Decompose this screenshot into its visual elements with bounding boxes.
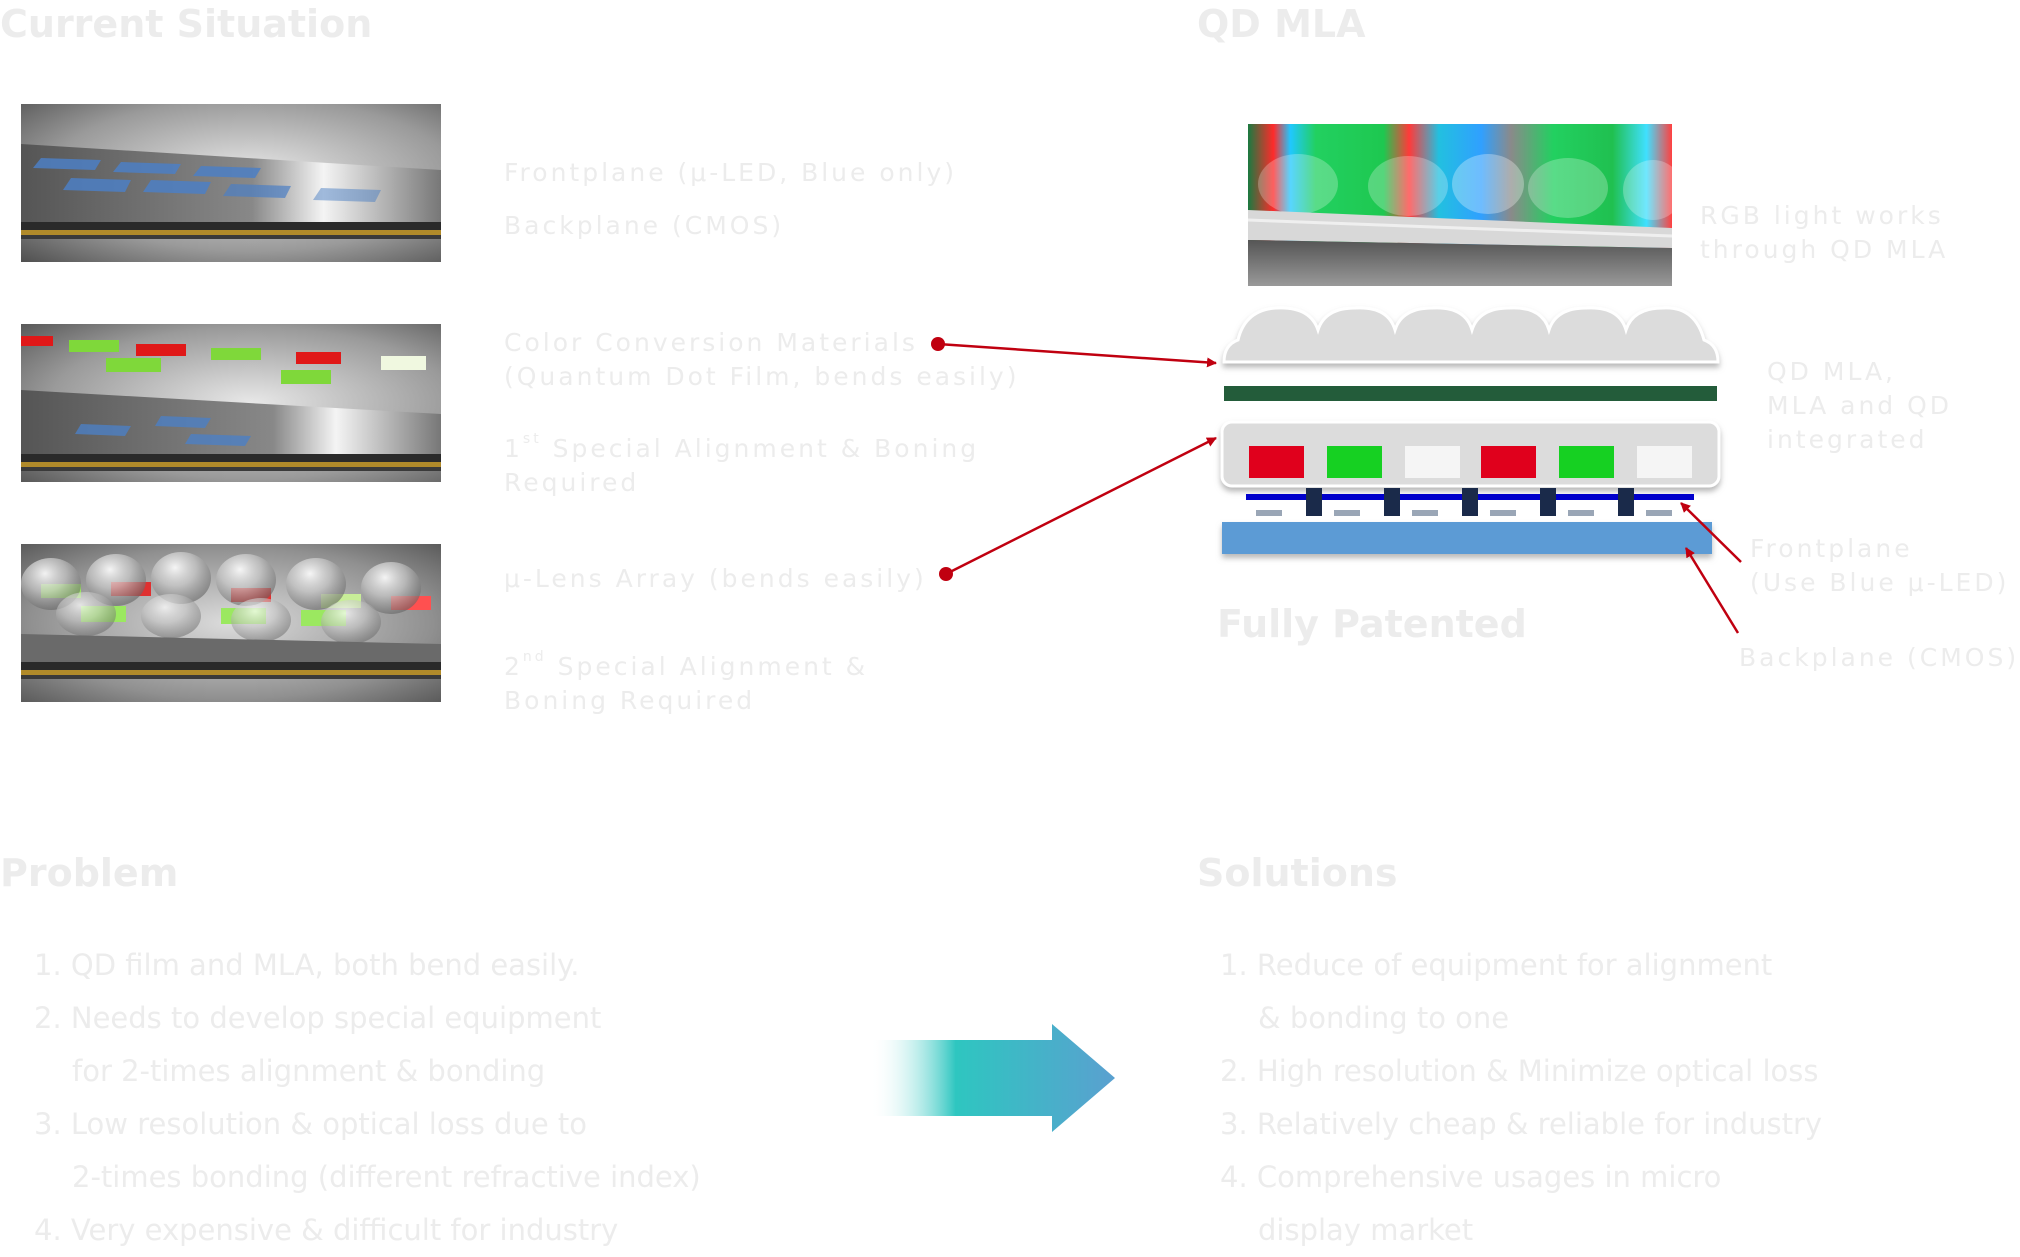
qd-film-layer: [1224, 386, 1717, 401]
first-alignment-label: 1st Special Alignment & Boning Required: [504, 432, 979, 500]
qd-mla-label-line2: MLA and QD: [1767, 391, 1953, 420]
solution-item-2-text: 2. High resolution & Minimize optical lo…: [1220, 1054, 1819, 1088]
problem-item-3-cont: 2-times bonding (different refractive in…: [72, 1160, 701, 1194]
qd-mla-label-line1: QD MLA,: [1767, 357, 1896, 386]
problem-item-2: 2. Needs to develop special equipment fo…: [34, 992, 701, 1098]
rgb-light-label-line2: through QD MLA: [1700, 235, 1949, 264]
first-alignment-line2: Required: [504, 468, 640, 497]
problem-item-3-text: 3. Low resolution & optical loss due to: [34, 1107, 587, 1141]
fully-patented-heading: Fully Patented: [1217, 602, 1527, 646]
green-pixel: [1327, 446, 1382, 478]
backplane-layer: [1222, 522, 1712, 554]
problem-item-4-text: 4. Very expensive & difficult for indust…: [34, 1213, 619, 1247]
empty-pixel: [1405, 446, 1460, 478]
lens-pointer: [939, 436, 1217, 581]
rgb-light-label: RGB light works through QD MLA: [1700, 199, 1948, 267]
qd-mla-heading: QD MLA: [1197, 2, 1366, 46]
solution-item-2: 2. High resolution & Minimize optical lo…: [1220, 1045, 1822, 1098]
current-situation-heading: Current Situation: [0, 2, 373, 46]
frontplane-pointer: [1680, 502, 1742, 563]
ccm-pointer: [931, 337, 1217, 368]
problem-list: 1. QD film and MLA, both bend easily. 2.…: [34, 939, 701, 1257]
qd-mla-integrated-label: QD MLA, MLA and QD integrated: [1767, 355, 1952, 457]
micro-led-posts: [1256, 488, 1672, 516]
solution-item-4: 4. Comprehensive usages in micro display…: [1220, 1151, 1822, 1257]
ccm-label-line2: (Quantum Dot Film, bends easily): [504, 362, 1020, 391]
first-alignment-sup: st: [522, 431, 542, 447]
second-alignment-num: 2: [504, 652, 523, 681]
solution-item-3: 3. Relatively cheap & reliable for indus…: [1220, 1098, 1822, 1151]
frontplane-blue-label-line2: (Use Blue μ-LED): [1750, 568, 2010, 597]
second-alignment-text: Special Alignment &: [546, 652, 869, 681]
lens-array-photo: [21, 544, 441, 702]
frontplane-label: Frontplane (μ-LED, Blue only): [504, 158, 957, 187]
backplane-cmos-label: Backplane (CMOS): [1739, 643, 2020, 672]
transition-arrow-icon: [870, 1024, 1115, 1132]
rgb-light-label-line1: RGB light works: [1700, 201, 1944, 230]
problem-heading: Problem: [0, 851, 179, 895]
color-conversion-layer: [1220, 420, 1721, 488]
backplane-label: Backplane (CMOS): [504, 211, 785, 240]
qd-mla-label-line3: integrated: [1767, 425, 1928, 454]
solutions-heading: Solutions: [1197, 851, 1398, 895]
ccm-label-line1: Color Conversion Materials: [504, 328, 918, 357]
green-pixel: [1559, 446, 1614, 478]
solution-item-1: 1. Reduce of equipment for alignment & b…: [1220, 939, 1822, 1045]
solution-item-3-text: 3. Relatively cheap & reliable for indus…: [1220, 1107, 1823, 1141]
problem-item-2-text: 2. Needs to develop special equipment: [34, 1001, 602, 1035]
second-alignment-label: 2nd Special Alignment & Boning Required: [504, 650, 868, 718]
solution-item-4-text: 4. Comprehensive usages in micro: [1220, 1160, 1722, 1194]
problem-item-4: 4. Very expensive & difficult for indust…: [34, 1204, 701, 1257]
red-pixel: [1481, 446, 1536, 478]
frontplane-blue-label: Frontplane (Use Blue μ-LED): [1750, 532, 2009, 600]
micro-lens-array: [1222, 306, 1720, 364]
solution-item-1-cont: & bonding to one: [1258, 1001, 1510, 1035]
frontplane-blue-label-line1: Frontplane: [1750, 534, 1913, 563]
second-alignment-sup: nd: [522, 649, 547, 665]
ccm-label: Color Conversion Materials (Quantum Dot …: [504, 326, 1019, 394]
lens-label: μ-Lens Array (bends easily): [504, 564, 927, 593]
solution-item-1-text: 1. Reduce of equipment for alignment: [1220, 948, 1773, 982]
backplane-pointer: [1684, 547, 1740, 634]
problem-item-3: 3. Low resolution & optical loss due to …: [34, 1098, 701, 1204]
rgb-light-photo: [1248, 124, 1672, 286]
problem-item-1-text: 1. QD film and MLA, both bend easily.: [34, 948, 580, 982]
second-alignment-line2: Boning Required: [504, 686, 756, 715]
first-alignment-text: Special Alignment & Boning: [541, 434, 980, 463]
first-alignment-num: 1: [504, 434, 523, 463]
color-conversion-photo: [21, 324, 441, 482]
solutions-list: 1. Reduce of equipment for alignment & b…: [1220, 939, 1822, 1257]
frontplane-backplane-photo: [21, 104, 441, 262]
problem-item-1: 1. QD film and MLA, both bend easily.: [34, 939, 701, 992]
solution-item-4-cont: display market: [1258, 1213, 1474, 1247]
red-pixel: [1249, 446, 1304, 478]
problem-item-2-cont: for 2-times alignment & bonding: [72, 1054, 546, 1088]
empty-pixel: [1637, 446, 1692, 478]
